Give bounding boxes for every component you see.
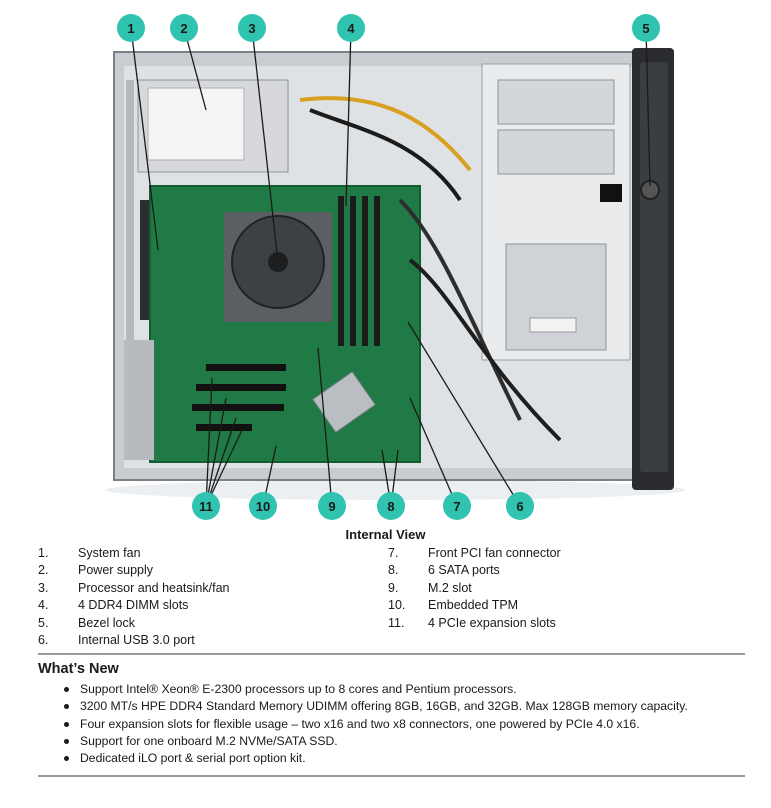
legend-item: 10.Embedded TPM (388, 598, 519, 613)
svg-text:4: 4 (347, 21, 355, 36)
svg-text:9: 9 (328, 499, 335, 514)
callout-4: 4 (337, 14, 365, 42)
legend-item: 1.System fan (38, 546, 141, 560)
legend-item: 6.Internal USB 3.0 port (38, 633, 195, 648)
whats-new-heading: What’s New (38, 661, 119, 677)
svg-text:6: 6 (516, 499, 523, 514)
callout-10: 10 (249, 492, 277, 520)
legend-item: 11.4 PCIe expansion slots (388, 615, 556, 630)
legend-item: 2.Power supply (38, 563, 154, 578)
svg-text:10: 10 (256, 499, 270, 514)
callout-2: 2 (170, 14, 198, 42)
list-item: Dedicated iLO port & serial port option … (62, 750, 688, 767)
legend-item: 5.Bezel lock (38, 615, 135, 630)
list-item: Four expansion slots for flexible usage … (62, 716, 688, 733)
svg-text:8: 8 (387, 499, 394, 514)
figure-caption: Internal View (345, 527, 426, 542)
svg-text:7: 7 (453, 499, 460, 514)
legend-item: 3.Processor and heatsink/fan (38, 580, 230, 595)
svg-text:1: 1 (127, 21, 134, 36)
svg-text:3: 3 (248, 21, 255, 36)
callout-6: 6 (506, 492, 534, 520)
legend-left: 1.System fan 2.Power supply 3.Processor … (38, 545, 229, 649)
callout-1: 1 (117, 14, 145, 42)
callout-9: 9 (318, 492, 346, 520)
legend-item: 4.4 DDR4 DIMM slots (38, 598, 189, 613)
callout-3: 3 (238, 14, 266, 42)
list-item: 3200 MT/s HPE DDR4 Standard Memory UDIMM… (62, 698, 688, 715)
svg-text:11: 11 (199, 499, 213, 514)
legend-item: 9.M.2 slot (388, 580, 472, 595)
callout-11: 11 (192, 492, 220, 520)
callout-5: 5 (632, 14, 660, 42)
callout-7: 7 (443, 492, 471, 520)
legend-item: 7.Front PCI fan connector (388, 546, 561, 560)
callout-8: 8 (377, 492, 405, 520)
svg-text:5: 5 (642, 21, 649, 36)
whats-new-list: Support Intel® Xeon® E-2300 processors u… (62, 681, 688, 767)
svg-text:2: 2 (180, 21, 187, 36)
list-item: Support for one onboard M.2 NVMe/SATA SS… (62, 733, 688, 750)
legend-right: 7.Front PCI fan connector 8.6 SATA ports… (388, 545, 561, 632)
section-divider (38, 653, 745, 655)
section-divider (38, 775, 745, 777)
server-internal-view-figure: 1 2 3 4 5 11 10 9 8 7 6 (105, 14, 685, 520)
legend-item: 8.6 SATA ports (388, 563, 500, 578)
list-item: Support Intel® Xeon® E-2300 processors u… (62, 681, 688, 698)
